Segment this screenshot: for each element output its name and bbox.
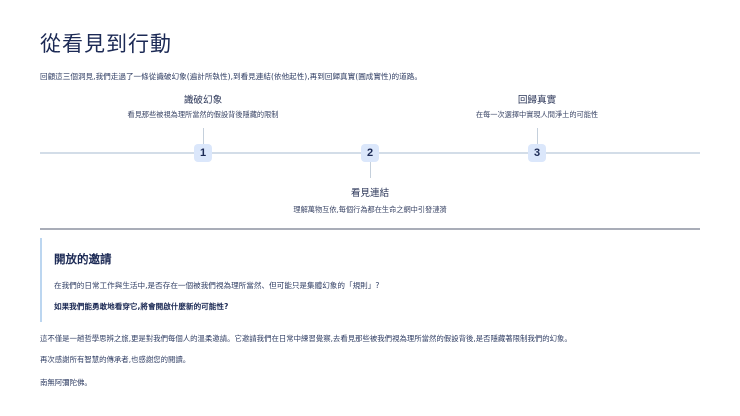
step-number-badge: 2 (361, 144, 379, 162)
node-description: 看見那些被視為理所當然的假設背後隱藏的限制 (127, 110, 279, 119)
node-description: 理解萬物互依,每個行為都在生命之網中引發漣漪 (293, 205, 447, 214)
node-title: 回歸真實 (517, 95, 557, 106)
invitation-title: 開放的邀請 (54, 252, 112, 266)
node-description: 在每一次選擇中實現人間淨土的可能性 (475, 110, 599, 119)
section-divider (40, 228, 700, 230)
node-title: 識破幻象 (183, 95, 223, 106)
node-connector (536, 128, 538, 144)
invitation-bold-question: 如果我們能勇敢地看穿它,將會開啟什麼新的可能性? (54, 302, 229, 311)
intro-text: 回顧這三個洞見,我們走過了一條從識破幻象(遍計所執性),到看見連結(依他起性),… (40, 72, 422, 81)
node-connector (202, 128, 204, 144)
node-connector (369, 162, 371, 178)
step-number-badge: 1 (194, 144, 212, 162)
timeline: 識破幻象 看見那些被視為理所當然的假設背後隱藏的限制 1 2 看見連結 理解萬物… (40, 95, 700, 214)
step-number-badge: 3 (528, 144, 546, 162)
closing-thanks: 再次感謝所有智慧的傳承者,也感謝您的閱讀。 (40, 355, 191, 364)
closing-paragraph: 這不僅是一趟哲學思辨之旅,更是對我們每個人的溫柔邀請。它邀請我們在日常中練習覺察… (40, 334, 572, 343)
invitation-question: 在我們的日常工作與生活中,是否存在一個被我們視為理所當然、但可能只是集體幻象的「… (54, 281, 380, 290)
invitation-callout: 開放的邀請 在我們的日常工作與生活中,是否存在一個被我們視為理所當然、但可能只是… (40, 238, 700, 322)
node-title: 看見連結 (350, 188, 390, 199)
closing-blessing: 南無阿彌陀佛。 (40, 378, 92, 387)
page-title: 從看見到行動 (40, 32, 172, 56)
